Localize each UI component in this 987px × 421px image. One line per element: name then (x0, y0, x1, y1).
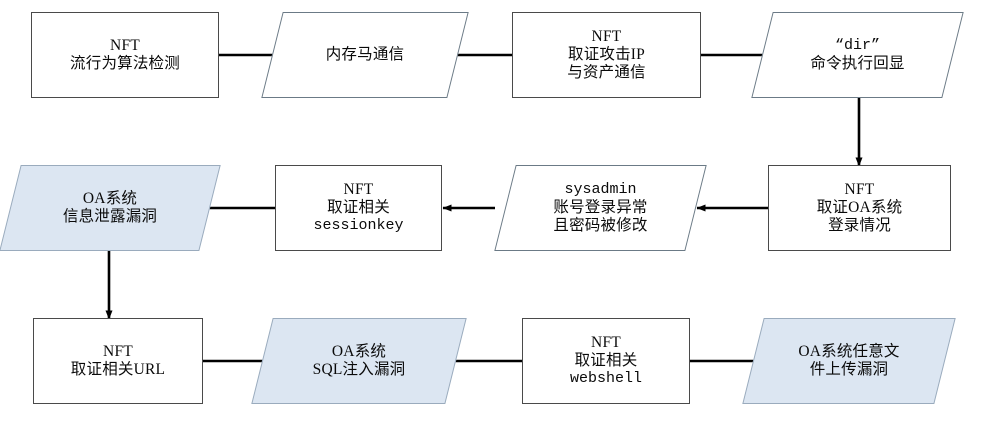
node-nft-related-url[interactable]: NFT 取证相关URL (33, 318, 203, 404)
node-line: OA系统 (331, 342, 387, 360)
node-line: OA系统任意文 (798, 342, 900, 360)
node-line: 信息泄露漏洞 (62, 208, 158, 225)
node-line: NFT (103, 342, 133, 360)
node-line: NFT (110, 36, 140, 54)
node-line: webshell (569, 370, 642, 388)
node-oa-sql-injection-vuln[interactable]: OA系统 SQL注入漏洞 (251, 318, 467, 404)
node-line: 流行为算法检测 (70, 55, 180, 72)
node-nft-attack-ip-asset-comms[interactable]: NFT 取证攻击IP 与资产通信 (512, 12, 701, 98)
node-line: 取证相关 (327, 199, 390, 217)
node-line: 账号登录异常 (553, 198, 648, 216)
node-line: “dir” (834, 37, 880, 55)
node-line: 内存马通信 (325, 45, 405, 63)
node-line: sessionkey (313, 217, 404, 235)
node-line: 命令执行回显 (810, 54, 905, 72)
node-nft-behavior-detection[interactable]: NFT 流行为算法检测 (31, 12, 219, 98)
node-dir-command-echo[interactable]: “dir” 命令执行回显 (751, 12, 964, 98)
node-line: NFT (343, 180, 374, 198)
node-line: 登录情况 (828, 217, 891, 235)
node-oa-info-leak-vuln[interactable]: OA系统 信息泄露漏洞 (0, 165, 221, 251)
node-line: 取证相关 (574, 352, 638, 370)
node-nft-sessionkey[interactable]: NFT 取证相关 sessionkey (275, 165, 442, 251)
node-nft-oa-login-status[interactable]: NFT 取证OA系统 登录情况 (768, 165, 951, 251)
node-oa-arbitrary-file-upload-vuln[interactable]: OA系统任意文 件上传漏洞 (742, 318, 956, 404)
node-line: NFT (591, 333, 621, 351)
node-line: 取证OA系统 (816, 198, 903, 216)
node-line: 且密码被修改 (553, 216, 648, 234)
node-nft-webshell[interactable]: NFT 取证相关 webshell (522, 318, 690, 404)
node-line: NFT (844, 180, 875, 198)
node-memory-trojan-comms[interactable]: 内存马通信 (261, 12, 469, 98)
node-line: 取证攻击IP (568, 45, 645, 63)
node-line: SQL注入漏洞 (312, 361, 406, 378)
node-line: 与资产通信 (567, 64, 646, 82)
node-line: 件上传漏洞 (809, 361, 889, 378)
node-line: 取证相关URL (70, 361, 166, 378)
node-line: sysadmin (564, 180, 637, 198)
node-line: NFT (591, 27, 622, 45)
node-line: OA系统 (82, 189, 138, 207)
node-sysadmin-login-anomaly[interactable]: sysadmin 账号登录异常 且密码被修改 (494, 165, 707, 251)
